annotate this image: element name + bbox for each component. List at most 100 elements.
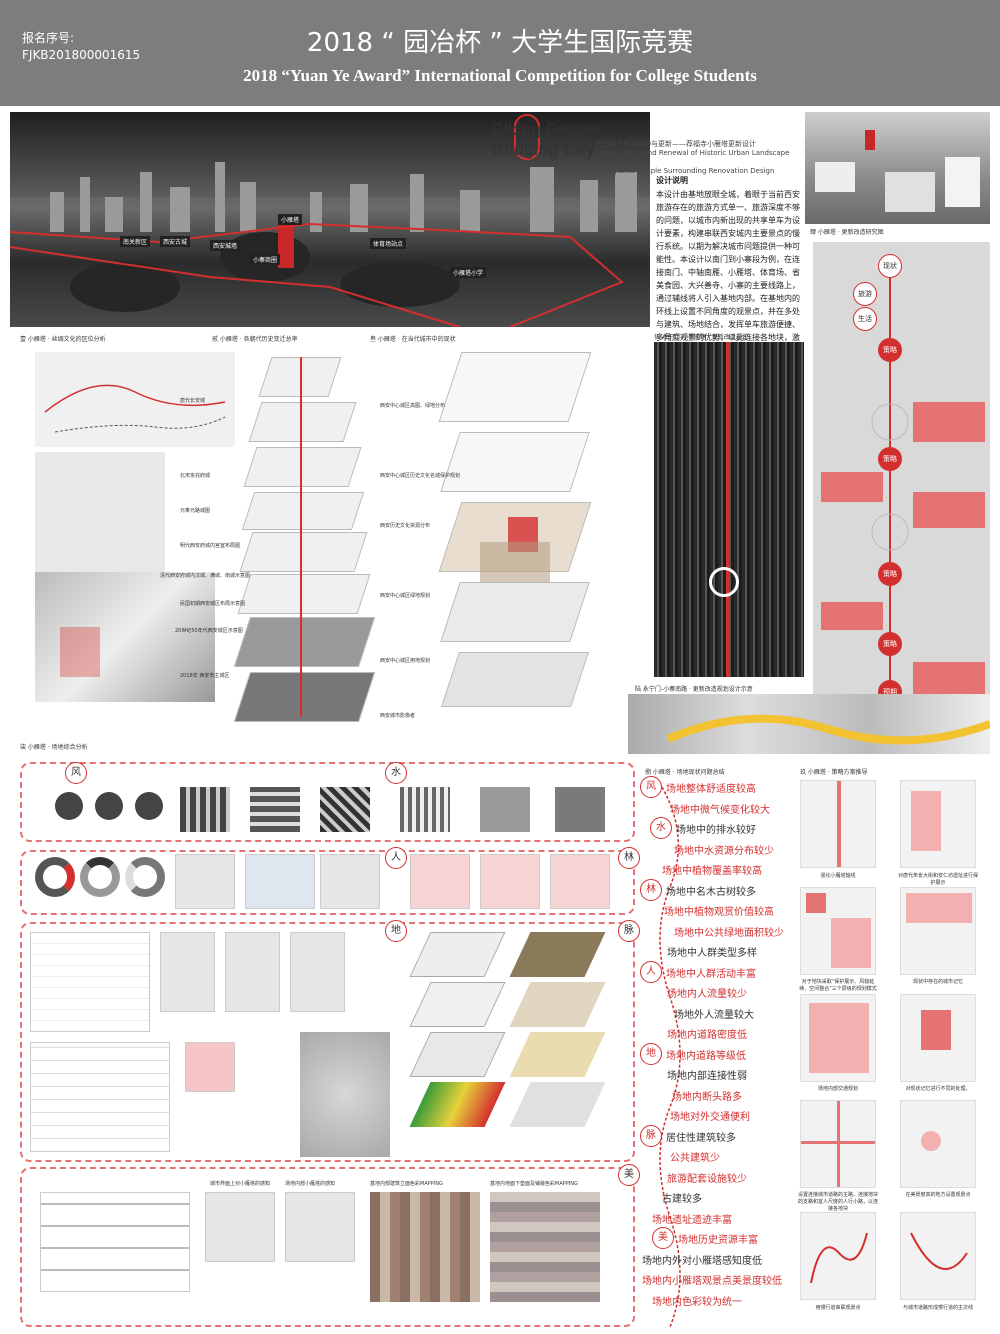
strategy-map (800, 1212, 876, 1300)
finding-text: 场地中人群类型多样 (667, 948, 757, 959)
finding-text: 场地内道路等级低 (666, 1050, 746, 1062)
node-status: 现状 (878, 254, 902, 278)
present-label: 西安中心城区用地规划 (380, 658, 431, 664)
logo-line1: Biking People (492, 120, 603, 139)
history-label: 民国初期西安城区布局示意图 (180, 601, 246, 607)
finding-tag: 地 (640, 1042, 662, 1065)
strategy-map (800, 887, 876, 975)
layer-map (441, 652, 589, 707)
registration: 报名序号: FJKB201800001615 (22, 30, 140, 64)
analysis-veins: 脉 (618, 920, 640, 942)
finding-tag: 脉 (640, 1124, 662, 1147)
present-label: 西安中心城区绿地规划 (380, 593, 431, 599)
strategy-caption: 现状中存在的城市记忆 (912, 979, 963, 985)
section-title: 捌 小雁塔 · 场地现状问题总结 (645, 769, 725, 776)
zone-mark (806, 893, 826, 913)
strategy-caption: 对唐代朱雀大街和安仁坊遗址进行保护展示 (898, 873, 979, 886)
section-title: 肆 小雁塔 · 更新改造研究图 (810, 229, 884, 236)
layer-map (237, 574, 371, 614)
present-label: 西安历史文化资源分布 (380, 523, 431, 529)
people-map (550, 854, 610, 909)
node-strategy: 策略 (878, 338, 902, 362)
section-title: 伍 永宁门-小寨南路 · 更新改造规划 (654, 334, 748, 341)
legend-block (185, 1042, 235, 1092)
zone-mark (921, 1010, 951, 1050)
hero-tag: 体育场站点 (370, 238, 407, 249)
finding-text: 场地内人流量较少 (667, 989, 747, 1000)
strategy-map (800, 1100, 876, 1188)
section-title: 陆 永宁门-小寨南路 · 更新改造规划设计示意 (635, 686, 753, 693)
analysis-water: 水 (385, 762, 407, 784)
building (460, 190, 480, 232)
finding-text: 场地中人群活动丰富 (666, 968, 756, 980)
hero-tag: 西安古城 (160, 236, 191, 247)
tree-canopy (340, 262, 460, 307)
wind-rose (135, 792, 163, 820)
analysis-frame (20, 850, 635, 915)
history-label: 元奉元路城图 (180, 508, 211, 514)
finding-tag: 美 (652, 1227, 674, 1249)
zone-mark (911, 791, 941, 851)
finding-text: 场地内道路密度低 (667, 1030, 747, 1041)
analysis-people: 人 (385, 847, 407, 869)
site-people-map (300, 1032, 390, 1157)
street-section (40, 1192, 190, 1292)
building (945, 157, 980, 207)
node-strategy: 策略 (878, 632, 902, 656)
zone-mark (809, 1003, 869, 1073)
poster-board: 小雁塔 南关新区 西安古城 西安城墙 体育场站点 小寨商圈 小雁塔小学 Biki… (10, 112, 992, 1328)
donut-chart (125, 857, 165, 897)
section-title: 柒 小雁塔 · 场地综合分析 (20, 744, 88, 751)
present-label: 西安城市影像者 (380, 713, 416, 719)
axis-mark (837, 781, 841, 867)
strategy-map (800, 994, 876, 1082)
bar-chart (290, 932, 345, 1012)
china-map (35, 452, 165, 572)
building (105, 197, 123, 232)
strategy-caption: 用慢行道串联观景点 (815, 1305, 861, 1311)
strategy-diagram: 现状 旅游 生活 策略 策略 策略 策略 预期 (813, 242, 990, 712)
vegetation-map (175, 854, 235, 909)
route-loop (910, 1232, 968, 1270)
vegetation-map (245, 854, 315, 909)
zone-mark (906, 893, 972, 923)
water-map (555, 787, 605, 832)
building (885, 172, 935, 212)
finding-text: 场地内部连接性弱 (667, 1071, 747, 1082)
silk-road-route (44, 384, 226, 433)
layer-map (243, 447, 362, 487)
donut-chart (35, 857, 75, 897)
present-label: 西安中心城区高图、绿地分布 (380, 403, 446, 409)
finding-text: 旅游配套设施较少 (667, 1173, 747, 1185)
analysis-wind: 风 (65, 762, 87, 784)
perspective-render (628, 694, 992, 754)
strategy-caption: 强化小雁塔轴线 (820, 873, 856, 879)
layer-map (233, 672, 376, 722)
layer-map (248, 402, 357, 442)
analysis-beauty: 美 (618, 1164, 640, 1186)
vegetation-map (320, 854, 380, 909)
wind-rose (95, 792, 123, 820)
analysis-frame (20, 922, 635, 1162)
building (50, 192, 64, 232)
mapping-title: 基地内部建筑立面色彩MAPPING (370, 1181, 443, 1187)
description-title: 设计说明 (656, 176, 688, 185)
hero-aerial-photo: 小雁塔 南关新区 西安古城 西安城墙 体育场站点 小寨商圈 小雁塔小学 (10, 112, 650, 327)
node-strategy: 策略 (878, 447, 902, 471)
hero-tag: 小雁塔 (278, 214, 303, 225)
hero-tag: 西安城墙 (210, 240, 241, 251)
strategy-caption: 对于地块采取“保护展示、风貌延续、空间整合”三个层级的规划模式 (799, 979, 877, 992)
finding-tag: 人 (640, 960, 662, 983)
viewpoint-mark (921, 1131, 941, 1151)
finding-text: 场地整体舒适度较高 (666, 784, 756, 795)
history-label: 清代西安府城内汉城、满城、南城示意图 (160, 573, 251, 579)
finding-text: 居住性建筑较多 (666, 1132, 736, 1144)
strategy-note (913, 402, 985, 442)
finding-text: 场地历史资源丰富 (678, 1235, 758, 1246)
finding-text: 场地中名木古树较多 (666, 886, 756, 898)
bike-path-ribbon (666, 714, 992, 745)
analysis-frame (20, 762, 635, 842)
strategy-map (900, 780, 976, 868)
collage-highlight (60, 627, 100, 677)
node-strategy: 策略 (878, 562, 902, 586)
